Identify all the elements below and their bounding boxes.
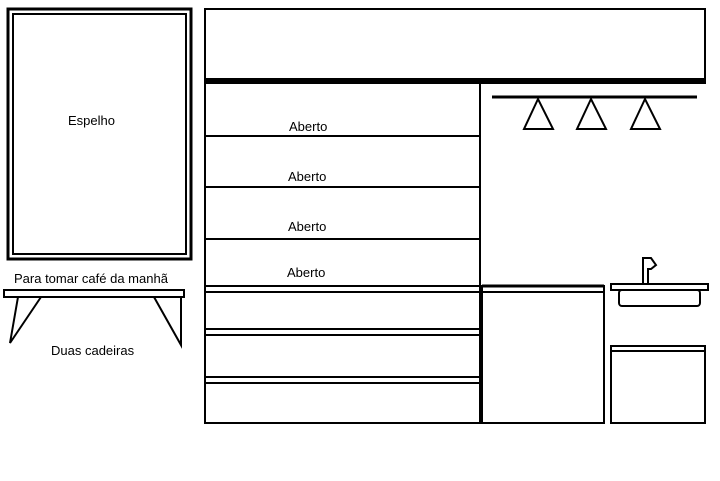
pendant-lights <box>492 95 697 130</box>
sink-unit <box>610 257 709 307</box>
breakfast-table <box>3 289 185 349</box>
open-shelving <box>204 84 481 288</box>
shelf-label-4: Aberto <box>287 265 325 280</box>
table-leg-right <box>153 296 182 349</box>
table-top <box>3 289 185 298</box>
mirror <box>6 7 193 261</box>
middle-cabinet-box <box>481 285 605 424</box>
lower-cabinet-box <box>204 285 481 424</box>
pendant-lamp-1 <box>522 96 555 130</box>
pendant-lamp-2 <box>575 96 608 130</box>
sink-basin <box>618 289 701 307</box>
chairs-label: Duas cadeiras <box>51 343 135 358</box>
shelf-label-3: Aberto <box>288 219 326 234</box>
drawer-rail-2 <box>204 376 481 384</box>
mirror-label: Espelho <box>68 113 115 128</box>
shelf-label-1: Aberto <box>289 119 327 134</box>
counter-edge <box>204 285 481 293</box>
faucet-icon <box>642 257 658 283</box>
sink-cabinet-box <box>610 345 706 424</box>
table-leg-left <box>9 296 42 344</box>
upper-cabinet-box <box>204 8 706 84</box>
upper-cabinet <box>204 8 706 84</box>
shelf-label-2: Aberto <box>288 169 326 184</box>
lower-drawer-cabinet <box>204 285 481 424</box>
drawer-rail-1 <box>204 328 481 336</box>
sink-cabinet <box>610 345 706 424</box>
mirror-frame-outer <box>6 7 193 261</box>
pendant-lamp-3 <box>629 96 662 130</box>
mirror-frame-inner <box>12 13 187 255</box>
breakfast-table-label: Para tomar café da manhã <box>14 271 169 286</box>
middle-cabinet <box>481 284 605 424</box>
